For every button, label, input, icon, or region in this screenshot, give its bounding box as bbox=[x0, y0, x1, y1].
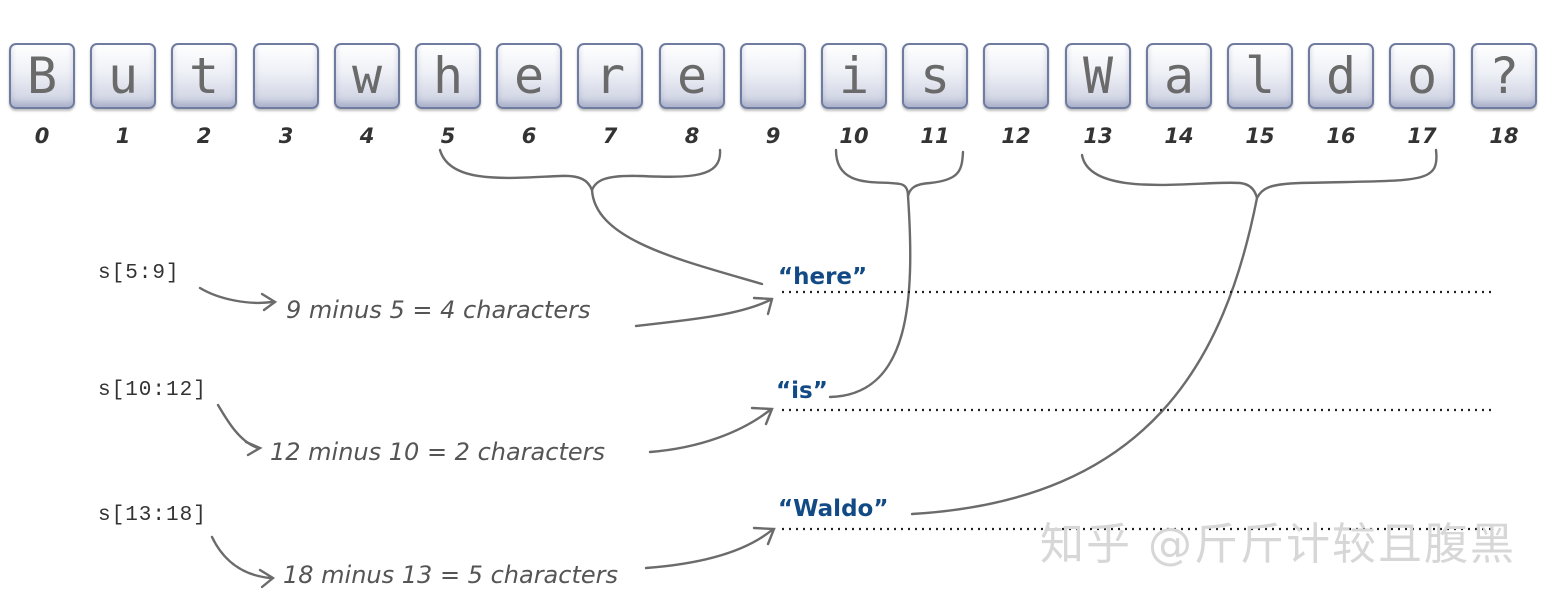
tile-space bbox=[983, 43, 1049, 109]
index-label: 14 bbox=[1164, 124, 1194, 148]
arrowhead-note-is bbox=[750, 406, 774, 426]
curve-waldo bbox=[910, 196, 1259, 516]
tile-letter: o bbox=[1406, 47, 1438, 105]
watermark: 知乎 @斤斤计较且腹黑 bbox=[1040, 519, 1516, 570]
tile-letter: w bbox=[351, 47, 383, 105]
slice-result-2: “is” bbox=[776, 378, 828, 404]
arrowhead-code-here bbox=[260, 292, 278, 312]
slice-explanation-2: 12 minus 10 = 2 characters bbox=[270, 438, 606, 466]
index-label: 8 bbox=[684, 124, 700, 148]
index-label: 3 bbox=[278, 124, 294, 148]
index-label: 0 bbox=[34, 124, 50, 148]
index-label: 4 bbox=[359, 124, 375, 148]
brace-is bbox=[834, 148, 965, 197]
slice-code-1: s[5:9] bbox=[98, 262, 180, 285]
tile-char-4: w bbox=[334, 43, 400, 109]
tile-letter: h bbox=[432, 47, 464, 105]
brace-waldo bbox=[1080, 148, 1438, 202]
slice-code-2: s[10:12] bbox=[98, 379, 207, 402]
arrow-code-here bbox=[198, 286, 274, 305]
tile-char-16: d bbox=[1308, 43, 1374, 109]
tile-letter: i bbox=[838, 47, 870, 105]
tile-letter: e bbox=[676, 47, 708, 105]
tile-char-18: ? bbox=[1471, 43, 1537, 109]
slice-explanation-1: 9 minus 5 = 4 characters bbox=[286, 296, 591, 324]
index-label: 12 bbox=[1001, 124, 1031, 148]
tile-char-15: l bbox=[1227, 43, 1293, 109]
tile-letter: ? bbox=[1488, 47, 1520, 105]
arrowhead-note-here bbox=[752, 296, 774, 316]
index-label: 7 bbox=[602, 124, 618, 148]
index-label: 1 bbox=[115, 124, 131, 148]
curve-here bbox=[590, 188, 764, 286]
index-label: 5 bbox=[440, 124, 456, 148]
arrowhead-code-waldo bbox=[258, 568, 276, 589]
tile-char-7: r bbox=[577, 43, 643, 109]
tile-char-8: e bbox=[659, 43, 725, 109]
slice-result-3: “Waldo” bbox=[778, 496, 889, 522]
tile-char-6: e bbox=[496, 43, 562, 109]
index-label: 17 bbox=[1407, 124, 1437, 148]
slice-result-1: “here” bbox=[778, 264, 868, 290]
slice-code-3: s[13:18] bbox=[98, 504, 207, 527]
arrow-code-is bbox=[216, 403, 260, 450]
tile-space bbox=[740, 43, 806, 109]
tile-letter: s bbox=[919, 47, 951, 105]
index-label: 16 bbox=[1326, 124, 1356, 148]
tile-letter: W bbox=[1082, 47, 1114, 105]
index-label: 13 bbox=[1083, 124, 1113, 148]
tile-char-13: W bbox=[1065, 43, 1131, 109]
slice-explanation-3: 18 minus 13 = 5 characters bbox=[283, 561, 619, 589]
tile-letter: u bbox=[107, 47, 139, 105]
index-label: 15 bbox=[1245, 124, 1275, 148]
curve-is bbox=[828, 194, 912, 399]
tile-letter: d bbox=[1325, 47, 1357, 105]
index-label: 11 bbox=[920, 124, 950, 148]
index-label: 2 bbox=[196, 124, 212, 148]
index-label: 6 bbox=[521, 124, 537, 148]
tile-letter: l bbox=[1244, 47, 1276, 105]
arrow-note-waldo bbox=[644, 528, 774, 570]
index-label: 10 bbox=[839, 124, 869, 148]
arrow-note-is bbox=[648, 408, 772, 454]
brace-here bbox=[438, 148, 722, 194]
tile-char-11: s bbox=[902, 43, 968, 109]
tile-char-10: i bbox=[821, 43, 887, 109]
index-label: 9 bbox=[765, 124, 781, 148]
arrowhead-code-is bbox=[244, 440, 263, 457]
tile-char-5: h bbox=[415, 43, 481, 109]
tile-letter: t bbox=[188, 47, 220, 105]
tile-letter: r bbox=[594, 47, 626, 105]
tile-char-14: a bbox=[1146, 43, 1212, 109]
tile-letter: a bbox=[1163, 47, 1195, 105]
arrow-note-here bbox=[634, 298, 772, 328]
tile-char-0: B bbox=[9, 43, 75, 109]
tile-char-2: t bbox=[171, 43, 237, 109]
tile-letter: B bbox=[26, 47, 58, 105]
index-label: 18 bbox=[1489, 124, 1519, 148]
tile-space bbox=[253, 43, 319, 109]
arrow-code-waldo bbox=[210, 535, 272, 580]
tile-char-1: u bbox=[90, 43, 156, 109]
tile-char-17: o bbox=[1389, 43, 1455, 109]
tile-letter: e bbox=[513, 47, 545, 105]
arrowhead-note-waldo bbox=[752, 526, 776, 546]
